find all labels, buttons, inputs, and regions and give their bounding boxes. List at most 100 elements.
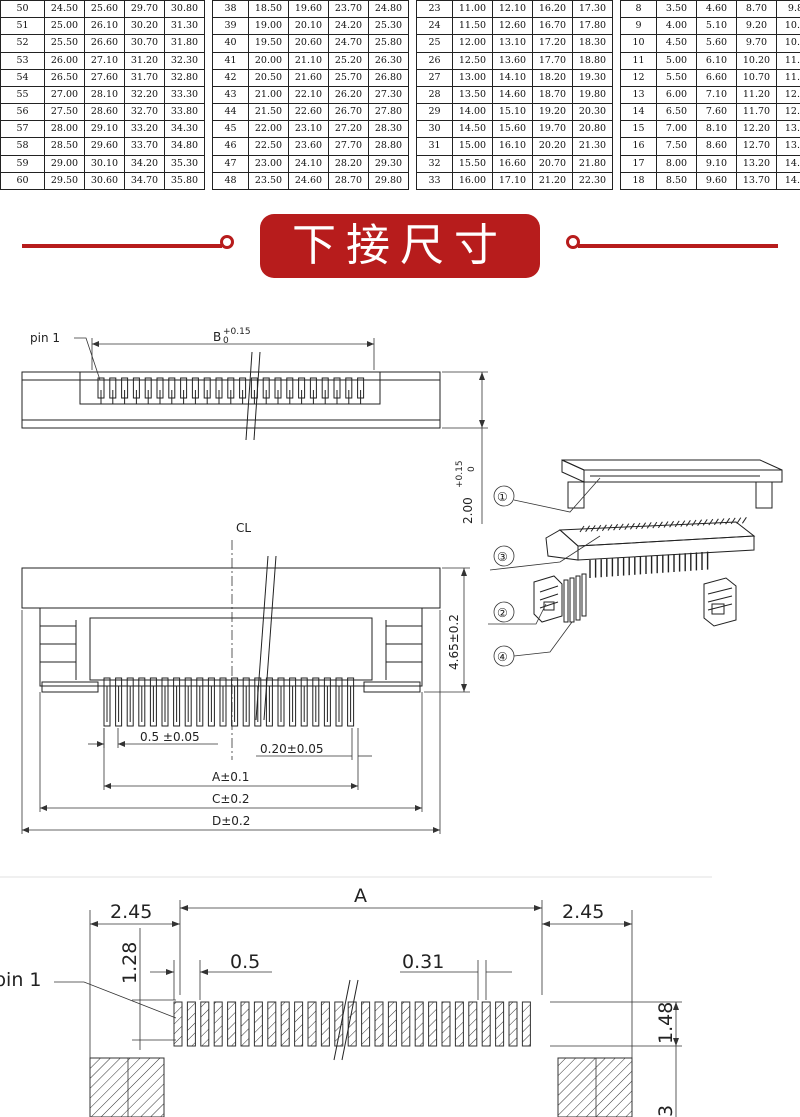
iso-pin-top bbox=[635, 522, 641, 530]
dim-pitch-label: 0.5 ±0.05 bbox=[140, 730, 200, 744]
footprint-pad bbox=[307, 1001, 317, 1047]
iso-pin-top bbox=[674, 520, 680, 528]
table-cell: 16.10 bbox=[492, 137, 533, 156]
iso-pin-top bbox=[741, 517, 747, 524]
table-cell: 15 bbox=[620, 120, 657, 139]
iso-pin-top bbox=[702, 519, 708, 526]
iso-pin-top bbox=[669, 520, 675, 528]
front-pin bbox=[289, 677, 297, 727]
callout-3: ③ bbox=[497, 550, 508, 564]
front-pin bbox=[231, 677, 239, 727]
front-pin bbox=[138, 677, 146, 727]
footprint-pad bbox=[200, 1001, 210, 1047]
table-cell: 14.50 bbox=[452, 120, 493, 139]
dim-c-label: C±0.2 bbox=[212, 792, 250, 806]
break-mark bbox=[245, 351, 253, 441]
iso-pin-top bbox=[596, 524, 602, 532]
front-view-housing bbox=[39, 607, 423, 687]
footprint-pad bbox=[267, 1001, 277, 1047]
table-cell: 29.50 bbox=[44, 171, 85, 191]
pin-1-label: pin 1 bbox=[30, 331, 60, 345]
front-pin bbox=[173, 677, 181, 727]
front-pin bbox=[126, 677, 134, 727]
front-pin bbox=[265, 677, 273, 727]
table-cell: 29.70 bbox=[124, 0, 165, 19]
dim-bottom-partial: 3 bbox=[655, 1105, 677, 1117]
iso-pin-top bbox=[730, 517, 736, 525]
callout-3-leader bbox=[489, 535, 601, 571]
section-title: 下接尺寸 bbox=[292, 220, 508, 271]
iso-pin-top bbox=[657, 521, 663, 529]
divider-line-right bbox=[578, 244, 778, 248]
table-cell: 50 bbox=[0, 0, 45, 19]
arrow-head bbox=[90, 921, 98, 927]
iso-pin-top bbox=[613, 523, 619, 531]
footprint-pad bbox=[401, 1001, 411, 1047]
iso-pin-top bbox=[685, 520, 691, 527]
footprint-pad bbox=[347, 1001, 357, 1047]
break-mark bbox=[333, 979, 351, 1061]
iso-pin-top bbox=[725, 517, 731, 525]
footprint-pad bbox=[280, 1001, 290, 1047]
callout-1-leader bbox=[513, 477, 601, 513]
iso-pin-top bbox=[708, 518, 714, 526]
break-mark bbox=[255, 555, 269, 721]
iso-pin-top bbox=[618, 523, 624, 531]
dim-height-tol-plus: +0.15 bbox=[455, 460, 465, 488]
front-view-cover bbox=[21, 567, 441, 609]
iso-pin-top bbox=[641, 522, 647, 529]
callout-4-leader bbox=[513, 621, 573, 657]
front-pin bbox=[103, 677, 111, 727]
footprint-pad bbox=[213, 1001, 223, 1047]
callout-1: ① bbox=[497, 490, 508, 504]
iso-pin-top bbox=[590, 525, 596, 532]
arrow-head bbox=[673, 1038, 679, 1046]
front-pin bbox=[207, 677, 215, 727]
arrow-head bbox=[118, 741, 125, 747]
top-view-pins bbox=[97, 377, 365, 404]
iso-pin-top bbox=[607, 524, 613, 531]
table-cell: 13.70 bbox=[736, 171, 777, 191]
front-view-pins bbox=[103, 677, 355, 727]
arrow-head bbox=[200, 969, 208, 975]
front-pin bbox=[149, 677, 157, 727]
arrow-head bbox=[40, 805, 47, 811]
front-pin bbox=[347, 677, 355, 727]
front-pin bbox=[254, 677, 262, 727]
iso-pin-top bbox=[579, 525, 585, 533]
footprint-pad bbox=[227, 1001, 237, 1047]
part-4-contacts bbox=[563, 573, 587, 623]
table-cell: 21.30 bbox=[572, 137, 613, 156]
front-pin bbox=[219, 677, 227, 727]
table-cell: 28.70 bbox=[328, 171, 369, 191]
footprint-pad bbox=[454, 1001, 464, 1047]
footprint-pad bbox=[374, 1001, 384, 1047]
front-view-left-latch bbox=[40, 620, 99, 693]
callout-2: ② bbox=[497, 606, 508, 620]
table-cell: 22.50 bbox=[248, 137, 289, 156]
footprint-pad bbox=[240, 1001, 250, 1047]
front-view-inner bbox=[89, 617, 373, 681]
part-2-latch bbox=[533, 575, 563, 623]
footprint-pad bbox=[361, 1001, 371, 1047]
footprint-pad bbox=[387, 1001, 397, 1047]
section-banner: 下接尺寸 bbox=[260, 214, 540, 278]
arrow-head bbox=[104, 783, 111, 789]
break-mark bbox=[341, 979, 359, 1061]
dim-height-label: 2.00 bbox=[461, 497, 475, 524]
part-3-pins bbox=[579, 517, 747, 533]
footprint-pad bbox=[521, 1001, 531, 1047]
footprint-pad bbox=[508, 1001, 518, 1047]
dim-b-tol-minus: 0 bbox=[223, 336, 229, 346]
dim-width-label: 0.20±0.05 bbox=[260, 742, 324, 756]
iso-pin-top bbox=[680, 520, 686, 527]
top-view: B +0.15 0 pin 1 2.00 +0.15 0 bbox=[21, 327, 488, 524]
pcb-footprint: 2.45 A 2.45 1.28 0.5 bbox=[0, 885, 682, 1117]
dim-b-tol-plus: +0.15 bbox=[223, 327, 251, 337]
iso-pin-top bbox=[646, 522, 652, 529]
